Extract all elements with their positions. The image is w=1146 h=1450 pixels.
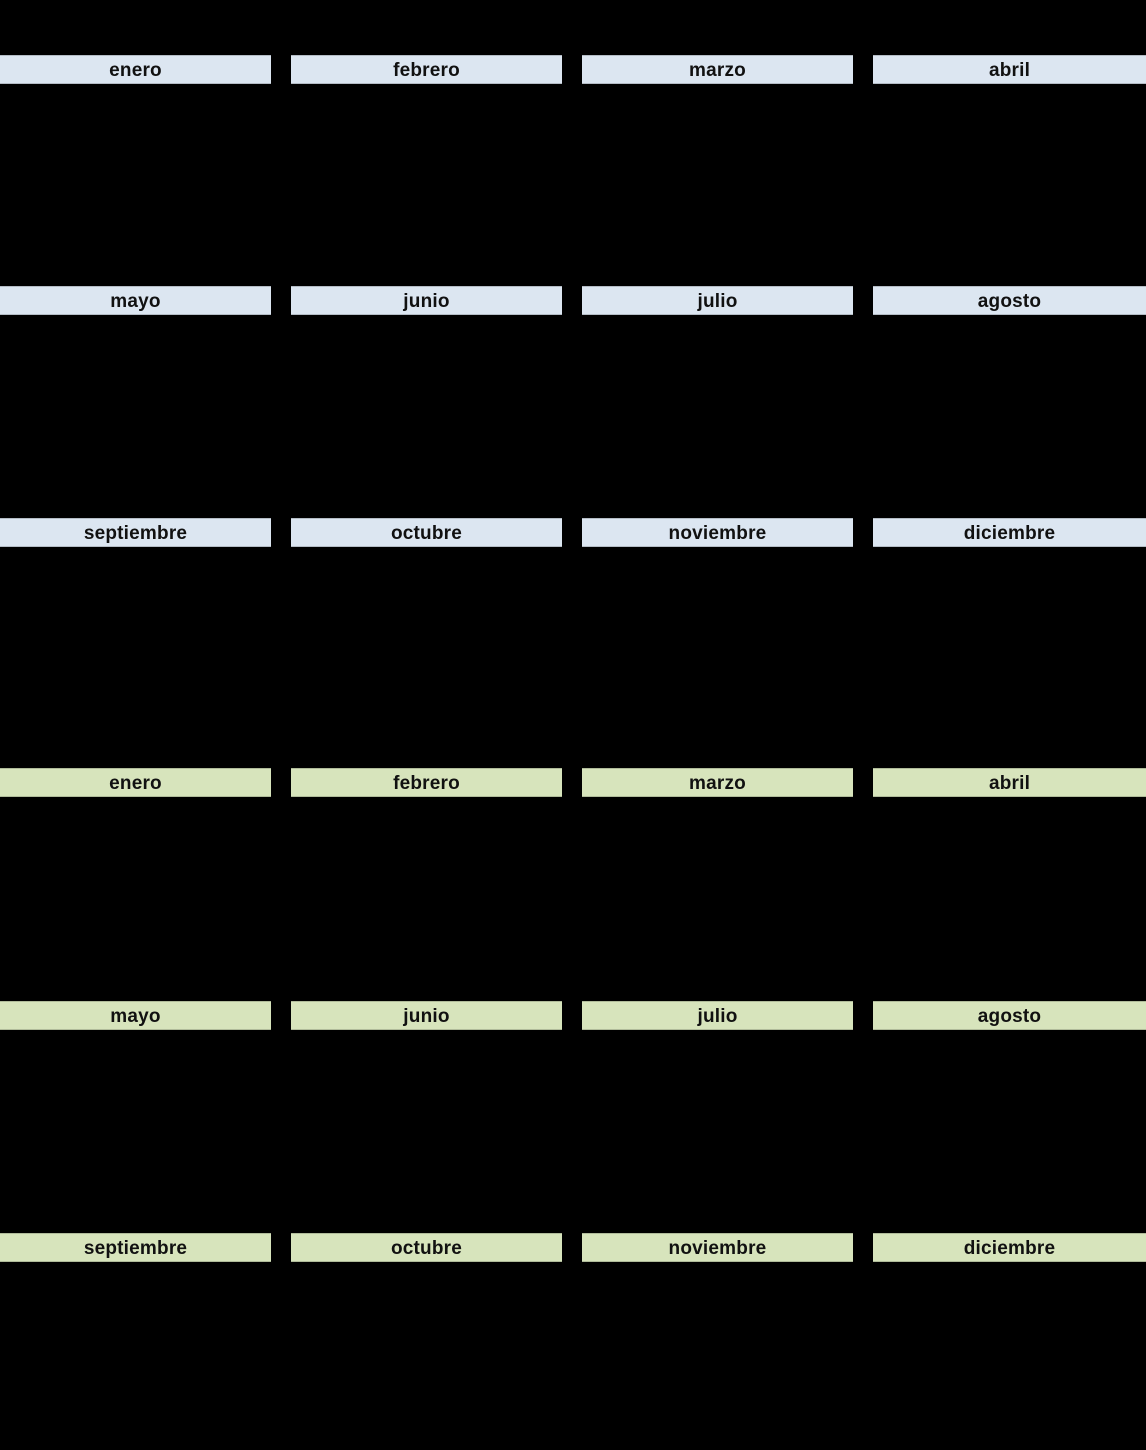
- month-header-label: mayo: [0, 1001, 271, 1030]
- month-body: [582, 84, 853, 286]
- month-block-enero-green[interactable]: enero: [0, 768, 271, 1000]
- month-block-abril-blue[interactable]: abril: [873, 55, 1146, 286]
- month-body: [582, 1262, 853, 1450]
- month-block-diciembre-green[interactable]: diciembre: [873, 1233, 1146, 1450]
- month-header-label: septiembre: [0, 518, 271, 547]
- month-header-label: julio: [582, 1001, 853, 1030]
- month-header-label: agosto: [873, 1001, 1146, 1030]
- month-block-octubre-green[interactable]: octubre: [291, 1233, 562, 1450]
- month-body: [873, 1262, 1146, 1450]
- month-header-label: septiembre: [0, 1233, 271, 1262]
- month-block-marzo-green[interactable]: marzo: [582, 768, 853, 1000]
- month-header-label: junio: [291, 1001, 562, 1030]
- month-body: [873, 1030, 1146, 1233]
- month-body: [0, 547, 271, 768]
- month-header-label: octubre: [291, 518, 562, 547]
- month-header-label: abril: [873, 768, 1146, 797]
- month-block-octubre-blue[interactable]: octubre: [291, 518, 562, 768]
- month-block-abril-green[interactable]: abril: [873, 768, 1146, 1000]
- month-body: [291, 547, 562, 768]
- month-header-label: octubre: [291, 1233, 562, 1262]
- month-header-label: noviembre: [582, 1233, 853, 1262]
- month-block-febrero-green[interactable]: febrero: [291, 768, 562, 1000]
- month-block-junio-blue[interactable]: junio: [291, 286, 562, 517]
- month-block-diciembre-blue[interactable]: diciembre: [873, 518, 1146, 768]
- month-block-enero-blue[interactable]: enero: [0, 55, 271, 286]
- month-body: [873, 547, 1146, 768]
- month-block-septiembre-green[interactable]: septiembre: [0, 1233, 271, 1450]
- month-body: [291, 1030, 562, 1233]
- month-body: [582, 1030, 853, 1233]
- month-header-label: mayo: [0, 286, 271, 315]
- month-header-label: febrero: [291, 55, 562, 84]
- month-body: [291, 315, 562, 517]
- month-block-agosto-green[interactable]: agosto: [873, 1001, 1146, 1233]
- month-body: [0, 315, 271, 517]
- month-body: [0, 1262, 271, 1450]
- month-header-label: febrero: [291, 768, 562, 797]
- month-header-label: abril: [873, 55, 1146, 84]
- month-body: [291, 84, 562, 286]
- month-header-label: enero: [0, 768, 271, 797]
- month-block-julio-blue[interactable]: julio: [582, 286, 853, 517]
- month-header-label: agosto: [873, 286, 1146, 315]
- month-body: [873, 797, 1146, 1000]
- month-header-label: enero: [0, 55, 271, 84]
- month-block-mayo-green[interactable]: mayo: [0, 1001, 271, 1233]
- month-header-label: marzo: [582, 55, 853, 84]
- month-block-febrero-blue[interactable]: febrero: [291, 55, 562, 286]
- month-header-label: diciembre: [873, 518, 1146, 547]
- month-body: [0, 1030, 271, 1233]
- month-block-noviembre-blue[interactable]: noviembre: [582, 518, 853, 768]
- month-body: [0, 84, 271, 286]
- month-body: [0, 797, 271, 1000]
- month-block-septiembre-blue[interactable]: septiembre: [0, 518, 271, 768]
- month-body: [582, 547, 853, 768]
- month-body: [582, 315, 853, 517]
- month-header-label: noviembre: [582, 518, 853, 547]
- month-body: [291, 797, 562, 1000]
- month-block-mayo-blue[interactable]: mayo: [0, 286, 271, 517]
- month-header-label: diciembre: [873, 1233, 1146, 1262]
- month-body: [582, 797, 853, 1000]
- month-block-junio-green[interactable]: junio: [291, 1001, 562, 1233]
- month-block-julio-green[interactable]: julio: [582, 1001, 853, 1233]
- month-block-agosto-blue[interactable]: agosto: [873, 286, 1146, 517]
- month-body: [873, 315, 1146, 517]
- month-header-label: julio: [582, 286, 853, 315]
- month-block-marzo-blue[interactable]: marzo: [582, 55, 853, 286]
- month-body: [291, 1262, 562, 1450]
- month-body: [873, 84, 1146, 286]
- month-block-noviembre-green[interactable]: noviembre: [582, 1233, 853, 1450]
- month-header-label: marzo: [582, 768, 853, 797]
- month-header-label: junio: [291, 286, 562, 315]
